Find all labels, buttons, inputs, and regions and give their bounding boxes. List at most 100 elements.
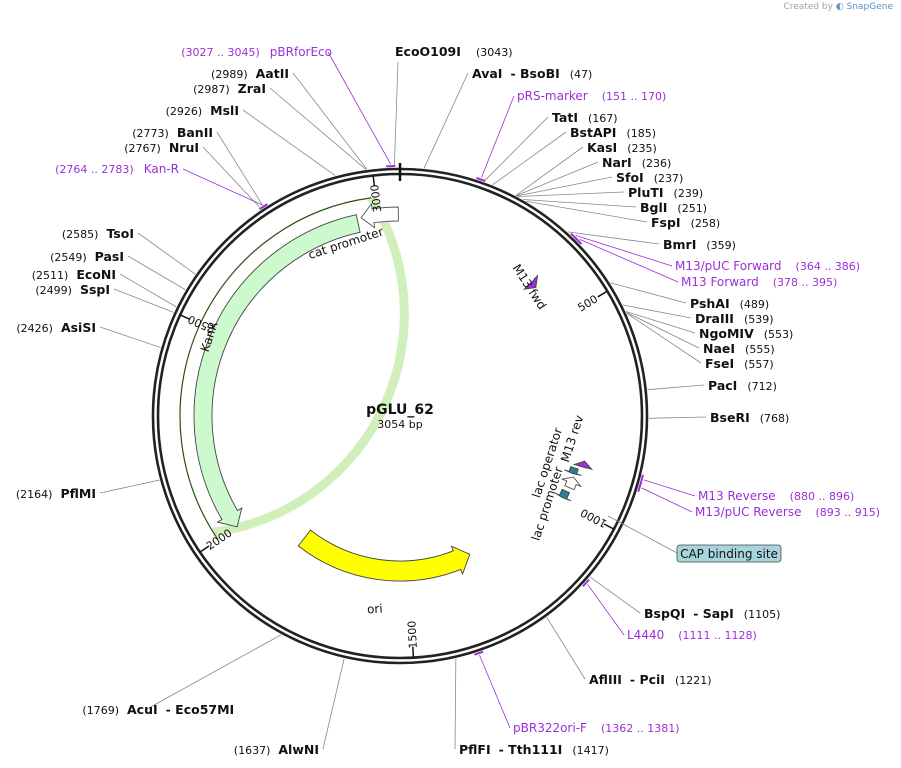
enzyme-position: (185) <box>626 127 656 140</box>
leader-lines <box>99 51 707 750</box>
leader-enzyme-econi <box>119 273 177 308</box>
enzyme-position: (251) <box>677 202 707 215</box>
enzyme-name: BmrI <box>663 237 696 252</box>
leader-enzyme-msli <box>242 109 336 176</box>
feature-label-ori: ori <box>367 602 383 617</box>
leader-enzyme-nrui <box>202 146 262 210</box>
enzyme-name-alt: - PciI <box>630 672 665 687</box>
leader-primer-8 <box>479 654 511 729</box>
enzyme-position: (2164) <box>16 488 53 501</box>
enzyme-label-pshai: PshAI(489) <box>690 296 769 311</box>
primer-label-pbrforeco: pBRforEco(3027 .. 3045) <box>181 45 332 59</box>
primer-site-m13-puc-reverse <box>637 482 642 492</box>
enzyme-label-afliii: AflIII- PciI(1221) <box>589 672 712 687</box>
leader-enzyme-bgli <box>522 199 637 208</box>
leader-enzyme-aatii <box>292 72 368 170</box>
enzyme-position: (235) <box>627 142 657 155</box>
leader-enzyme-acui <box>146 634 282 710</box>
enzyme-position: (2426) <box>16 322 53 335</box>
cap-label-text: CAP binding site <box>680 547 778 561</box>
leader-enzyme-nari <box>516 161 599 197</box>
leader-enzyme-pluti <box>517 191 625 197</box>
enzyme-label-msli: MslI(2926) <box>166 103 239 118</box>
tick-mark-2500 <box>179 314 191 321</box>
primer-label-pbr322ori-f: pBR322ori-F(1362 .. 1381) <box>513 721 680 735</box>
enzyme-name: SspI <box>80 282 110 297</box>
enzyme-label-avai: AvaI- BsoBI(47) <box>472 66 592 81</box>
leader-enzyme-sspi <box>113 288 174 313</box>
enzyme-position: (167) <box>588 112 618 125</box>
tick-label-1500: 1500 <box>405 620 420 649</box>
leader-enzyme-pflmi <box>99 479 160 494</box>
tick-label-2500: 2500 <box>186 312 217 336</box>
leader-enzyme-kasi <box>515 146 584 196</box>
snapgene-credit: Created by ◐ SnapGene <box>783 2 893 12</box>
enzyme-name: AsiSI <box>61 320 96 335</box>
enzyme-name: TsoI <box>106 226 134 241</box>
enzyme-name: PflMI <box>60 486 96 501</box>
leader-primer-1 <box>182 168 263 206</box>
enzyme-label-sspi: SspI (2499) <box>35 282 110 297</box>
primer-range: (880 .. 896) <box>790 490 855 503</box>
enzyme-label-nari: NarI(236) <box>602 155 671 170</box>
enzyme-label-zrai: ZraI(2987) <box>193 81 266 96</box>
leader-primer-4 <box>579 239 679 283</box>
enzyme-label-pflfi: PflFI- Tth111I(1417) <box>459 742 609 757</box>
primer-site-kan-r <box>258 203 268 211</box>
feature-m13-rev <box>572 460 594 471</box>
primer-name: pRS-marker <box>517 89 588 103</box>
enzyme-label-nrui: NruI(2767) <box>124 140 199 155</box>
feature-m13-fwd <box>522 274 539 290</box>
leader-enzyme-avai <box>423 72 469 169</box>
tick-mark-2000 <box>199 545 210 553</box>
enzyme-label-tsoi: TsoI(2585) <box>62 226 134 241</box>
leader-enzyme-fsei <box>626 313 702 364</box>
feature-lac-promoter <box>560 476 583 491</box>
enzyme-name: BstAPI <box>570 125 616 140</box>
enzyme-name-alt: - Eco57MI <box>166 702 235 717</box>
leader-enzyme-tsoi <box>137 232 196 275</box>
enzyme-name: EcoNI <box>76 267 116 282</box>
leader-enzyme-banii <box>216 131 265 208</box>
leader-primer-7 <box>587 584 625 636</box>
enzyme-position: (2549) <box>50 251 87 264</box>
feature-cat-promoter <box>360 202 399 229</box>
primer-label-m13-puc-forward: M13/pUC Forward(364 .. 386) <box>675 259 860 273</box>
leader-enzyme-bspqi <box>589 576 641 614</box>
enzyme-position: (2987) <box>193 83 230 96</box>
enzyme-label-bseri: BseRI(768) <box>710 410 789 425</box>
enzyme-name: AvaI <box>472 66 502 81</box>
primer-label-kan-r: Kan-R(2764 .. 2783) <box>55 162 179 176</box>
enzyme-position: (1769) <box>82 704 119 717</box>
leader-enzyme-pshai <box>610 282 687 304</box>
enzyme-position: (2499) <box>35 284 72 297</box>
leader-enzyme-alwni <box>322 658 345 750</box>
leader-enzyme-pasi <box>127 255 186 291</box>
enzyme-position: (1637) <box>234 744 271 757</box>
leader-primer-2 <box>481 95 515 178</box>
enzyme-label-sfoi: SfoI(237) <box>616 170 683 185</box>
backbone <box>151 163 649 665</box>
leader-primer-0 <box>327 51 392 165</box>
primer-name: M13/pUC Forward <box>675 259 782 273</box>
leader-enzyme-tati <box>483 116 549 182</box>
enzyme-position: (237) <box>654 172 684 185</box>
enzyme-name: NgoMIV <box>699 326 754 341</box>
enzyme-label-bstapi: BstAPI (185) <box>570 125 656 140</box>
feature-label-m13-fwd: M13 fwd <box>510 262 549 312</box>
primer-site-m13-forward <box>574 236 583 245</box>
kanr-selection-line <box>179 197 372 540</box>
enzyme-label-fspi: FspI(258) <box>651 215 720 230</box>
leader-enzyme-bstapi <box>492 131 567 186</box>
feature-ori <box>297 529 471 582</box>
enzyme-name: NarI <box>602 155 632 170</box>
tick-mark-500 <box>597 290 608 298</box>
plasmid-name: pGLU_62 <box>366 402 434 418</box>
primer-name: M13 Reverse <box>698 489 776 503</box>
enzyme-position: (2926) <box>166 105 203 118</box>
enzyme-label-bgli: BglI(251) <box>640 200 707 215</box>
enzyme-position: (555) <box>745 343 775 356</box>
primer-name: L4440 <box>627 628 664 642</box>
primer-label-m13-puc-reverse: M13/pUC Reverse(893 .. 915) <box>695 505 880 519</box>
